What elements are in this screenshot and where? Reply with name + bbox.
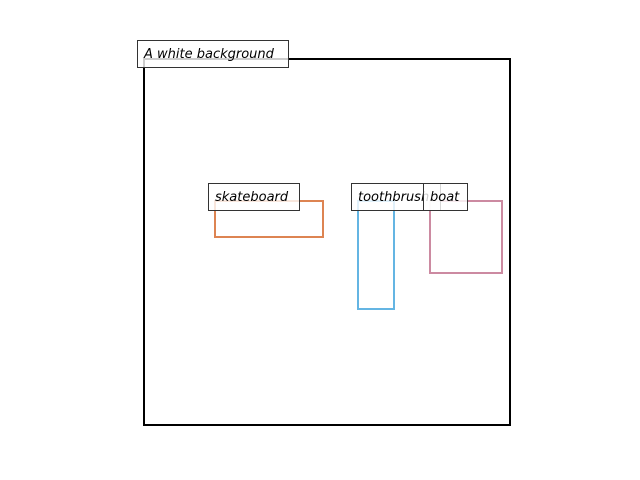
skateboard-label-text: skateboard bbox=[215, 190, 289, 205]
boat-box bbox=[429, 200, 503, 274]
toothbrush-label-text: toothbrush bbox=[358, 190, 429, 205]
skateboard-label: skateboard bbox=[208, 183, 300, 211]
scene-frame bbox=[143, 58, 511, 426]
background-label: A white background bbox=[137, 40, 289, 68]
boat-label: boat bbox=[423, 183, 468, 211]
background-label-text: A white background bbox=[143, 47, 275, 62]
boat-label-text: boat bbox=[430, 190, 460, 205]
toothbrush-box bbox=[357, 200, 395, 310]
